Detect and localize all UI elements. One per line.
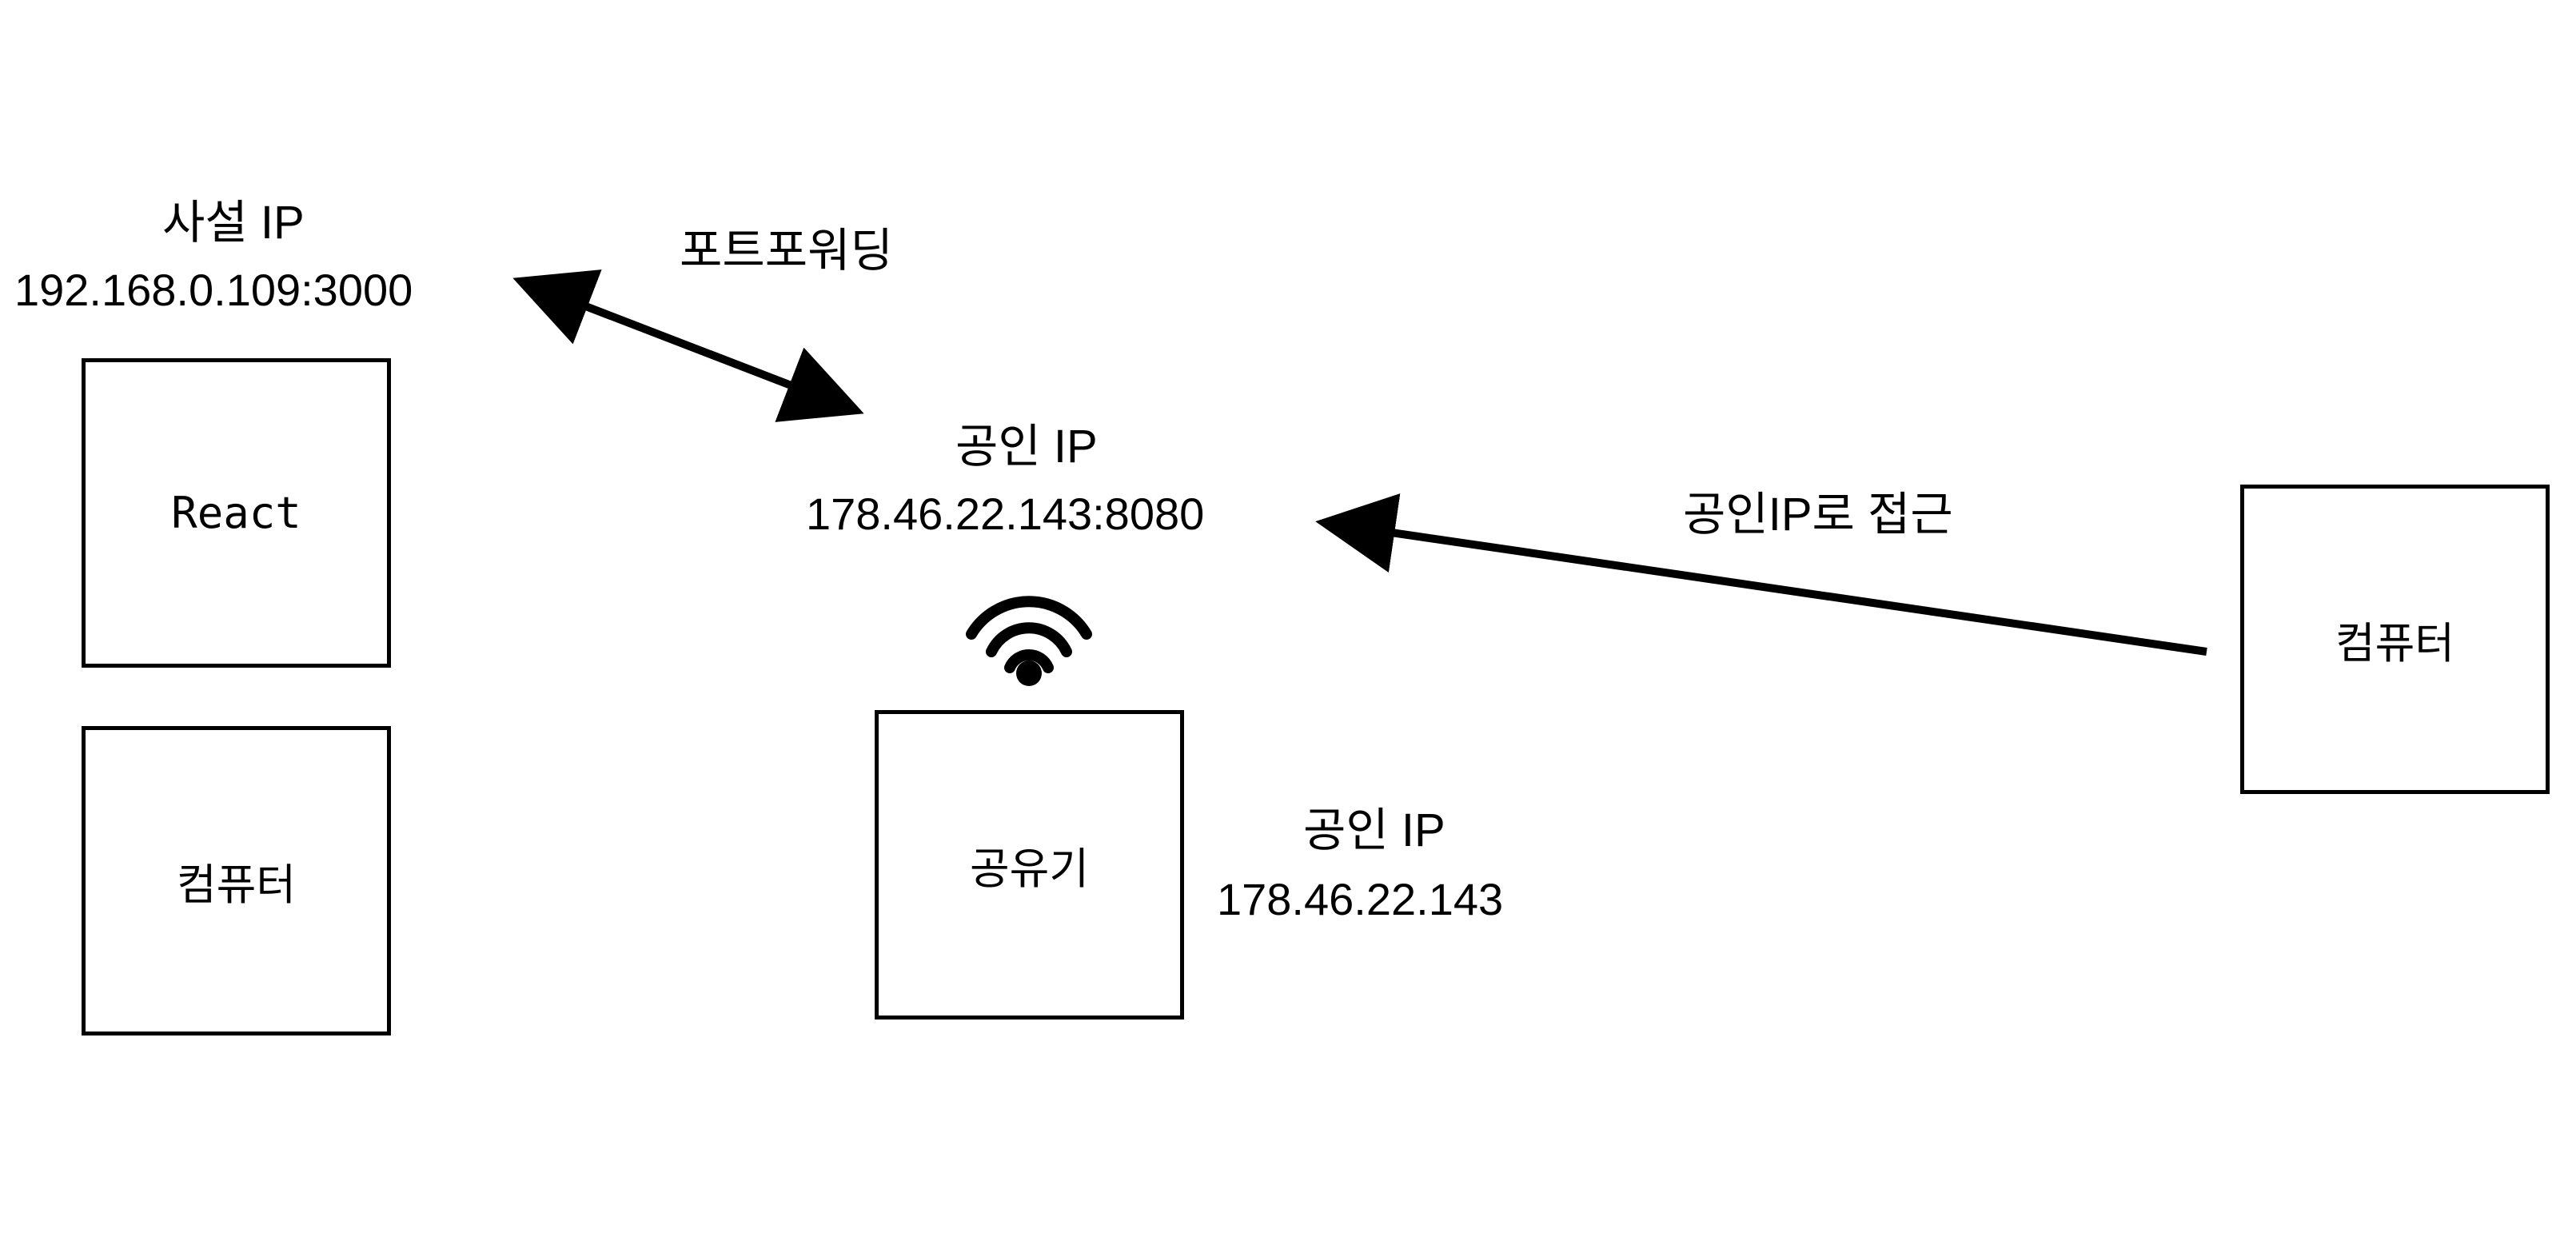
local-computer-box: 컴퓨터 <box>82 726 391 1035</box>
router-box: 공유기 <box>875 710 1184 1020</box>
private-ip-title: 사설 IP <box>162 197 305 249</box>
public-ip-router-address: 178.46.22.143 <box>1217 874 1504 924</box>
wifi-icon <box>966 596 1092 686</box>
private-ip-address: 192.168.0.109:3000 <box>14 265 413 315</box>
remote-computer-box: 컴퓨터 <box>2240 485 2550 794</box>
local-computer-label: 컴퓨터 <box>176 861 297 909</box>
public-ip-port-address: 178.46.22.143:8080 <box>806 489 1205 539</box>
react-label: React <box>171 488 301 538</box>
port-forwarding-label: 포트포워딩 <box>680 225 893 277</box>
public-ip-router-title: 공인 IP <box>1303 804 1446 856</box>
public-access-label: 공인IP로 접근 <box>1683 489 1953 541</box>
public-ip-port-title: 공인 IP <box>955 421 1098 473</box>
port-forwarding-arrow <box>512 269 864 422</box>
public-access-arrow <box>1315 493 2207 656</box>
react-box: React <box>82 358 391 668</box>
remote-computer-label: 컴퓨터 <box>2335 620 2455 668</box>
router-label: 공유기 <box>969 845 1090 893</box>
